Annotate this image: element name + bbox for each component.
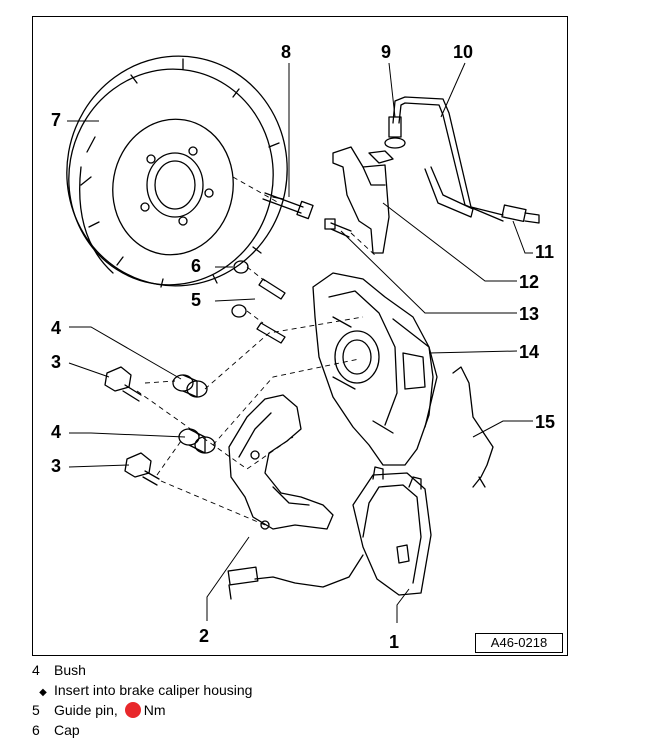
leader-3-lower bbox=[68, 464, 130, 468]
cap-6-upper-drawing bbox=[233, 260, 249, 274]
cap-6-lower-drawing bbox=[231, 304, 247, 318]
leader-14 bbox=[428, 350, 518, 354]
legend-item-4-number: 4 bbox=[32, 662, 40, 678]
callout-9: 9 bbox=[381, 42, 392, 62]
callout-3-lower: 3 bbox=[51, 456, 62, 476]
bolt-13-drawing bbox=[330, 222, 352, 238]
brake-hose-drawing bbox=[384, 96, 540, 224]
legend-item-6-number: 6 bbox=[32, 722, 40, 738]
callout-4-lower: 4 bbox=[51, 422, 62, 442]
guide-pins-drawing bbox=[256, 278, 286, 344]
leader-12 bbox=[382, 202, 517, 282]
callout-13: 13 bbox=[519, 304, 540, 324]
callout-15: 15 bbox=[535, 412, 556, 432]
caliper-carrier-drawing bbox=[228, 394, 334, 530]
callout-12: 12 bbox=[519, 272, 540, 292]
leader-4-lower bbox=[69, 432, 186, 438]
leader-15 bbox=[472, 420, 533, 438]
diamond-bullet-icon: ◆ bbox=[39, 687, 47, 698]
legend-item-6: 6 Cap bbox=[32, 721, 80, 739]
callout-8: 8 bbox=[281, 42, 292, 62]
exploded-view-diagram: 1 2 3 3 4 4 5 6 7 8 9 10 11 12 13 14 15 … bbox=[32, 16, 568, 656]
brake-disc-drawing bbox=[66, 55, 288, 288]
legend-item-6-text: Cap bbox=[54, 722, 80, 738]
callout-7: 7 bbox=[51, 110, 62, 130]
callout-4-upper: 4 bbox=[51, 318, 62, 338]
callout-2: 2 bbox=[199, 626, 210, 646]
leader-4-upper bbox=[69, 326, 182, 380]
callout-3-upper: 3 bbox=[51, 352, 62, 372]
callout-5: 5 bbox=[191, 290, 202, 310]
brake-caliper-drawing bbox=[312, 272, 438, 466]
spring-clip-drawing bbox=[452, 366, 494, 488]
callout-11: 11 bbox=[535, 242, 555, 262]
torque-value-dot-icon bbox=[124, 702, 141, 718]
callout-6: 6 bbox=[191, 256, 202, 276]
legend-item-5-unit: Nm bbox=[143, 702, 166, 718]
hose-bracket-drawing bbox=[332, 146, 394, 254]
leader-9 bbox=[388, 62, 396, 118]
legend-item-5-text: Guide pin, bbox=[54, 702, 118, 718]
bushes-drawing bbox=[172, 374, 216, 454]
legend-item-4-text: Bush bbox=[54, 662, 86, 678]
legend-item-5: 5 Guide pin, Nm bbox=[32, 701, 166, 719]
callout-14: 14 bbox=[519, 342, 540, 362]
legend-item-5-number: 5 bbox=[32, 702, 40, 718]
leader-1 bbox=[396, 588, 410, 623]
leader-10 bbox=[440, 62, 466, 118]
legend-item-4-note: ◆ Insert into brake caliper housing bbox=[32, 681, 252, 702]
brake-pad-drawing bbox=[227, 466, 432, 600]
legend-item-4: 4 Bush bbox=[32, 661, 86, 679]
leader-2 bbox=[206, 536, 250, 621]
callout-1: 1 bbox=[389, 632, 400, 652]
leader-13 bbox=[340, 230, 517, 314]
leader-3-upper bbox=[68, 362, 110, 378]
callout-10: 10 bbox=[453, 42, 474, 62]
leader-5 bbox=[214, 298, 256, 302]
bolt-8-drawing bbox=[262, 192, 314, 220]
brake-assembly-drawing bbox=[66, 55, 540, 623]
leader-11 bbox=[512, 220, 533, 254]
bolts-3-drawing bbox=[104, 366, 160, 486]
legend-item-4-note-text: Insert into brake caliper housing bbox=[54, 682, 253, 698]
figure-reference: A46-0218 bbox=[475, 633, 563, 653]
